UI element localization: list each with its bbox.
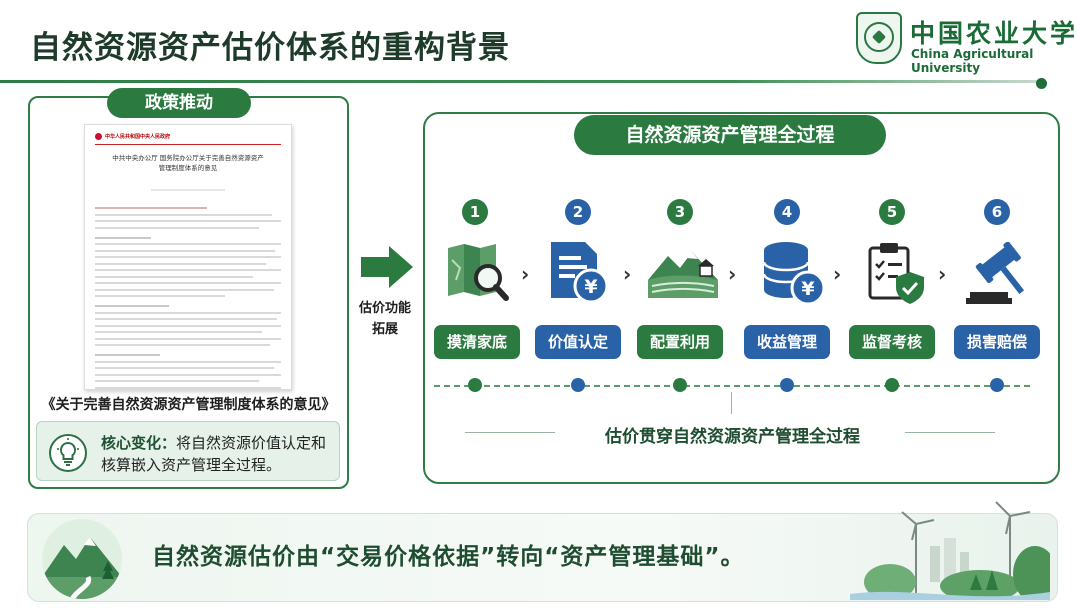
timeline-line bbox=[434, 385, 1030, 387]
process-pill: 自然资源资产管理全过程 bbox=[574, 115, 886, 155]
svg-text:¥: ¥ bbox=[801, 278, 814, 300]
core-change-text: 核心变化：将自然资源价值认定和核算嵌入资产管理全过程。 bbox=[101, 432, 333, 476]
landscape-illustration bbox=[850, 501, 1050, 600]
document-title-line2: 管理制度体系的意见 bbox=[158, 164, 218, 172]
step-number-1: 1 bbox=[462, 199, 488, 225]
title-divider bbox=[0, 80, 1045, 83]
university-name-en: China Agricultural University bbox=[911, 47, 1034, 75]
timeline-tick bbox=[731, 392, 732, 414]
timeline-dot bbox=[990, 378, 1004, 392]
chevron-right-icon: › bbox=[833, 262, 842, 286]
title-divider-dot bbox=[1036, 78, 1047, 89]
core-change-label: 核心变化： bbox=[101, 434, 177, 452]
core-change-box: 核心变化：将自然资源价值认定和核算嵌入资产管理全过程。 bbox=[36, 421, 340, 481]
arrow-label: 估价功能 拓展 bbox=[355, 298, 415, 340]
step-button-1[interactable]: 摸清家底 bbox=[434, 325, 520, 359]
step-button-2[interactable]: 价值认定 bbox=[535, 325, 621, 359]
landscape-farm-icon bbox=[648, 252, 718, 298]
step-button-3[interactable]: 配置利用 bbox=[637, 325, 723, 359]
map-search-icon bbox=[448, 244, 509, 301]
timeline-dot bbox=[571, 378, 585, 392]
university-name-cn: 中国农业大学 bbox=[910, 19, 1079, 48]
policy-pill: 政策推动 bbox=[107, 88, 251, 118]
svg-text:¥: ¥ bbox=[584, 276, 597, 298]
timeline-dot bbox=[673, 378, 687, 392]
policy-document-thumbnail[interactable]: 中华人民共和国中央人民政府 中共中央办公厅 国务院办公厅关于完善自然资源资产 管… bbox=[84, 124, 292, 390]
step-button-6[interactable]: 损害赔偿 bbox=[954, 325, 1040, 359]
mountain-river-icon bbox=[42, 519, 122, 599]
page-title: 自然资源资产估价体系的重构背景 bbox=[30, 30, 510, 66]
step-button-4[interactable]: 收益管理 bbox=[744, 325, 830, 359]
arrow-label-line2: 拓展 bbox=[371, 322, 398, 337]
timeline-dot bbox=[885, 378, 899, 392]
process-panel bbox=[423, 112, 1060, 484]
caption-rule-right bbox=[905, 432, 995, 433]
coins-yuan-icon: ¥ bbox=[762, 242, 826, 306]
conclusion-text: 自然资源估价由“交易价格依据”转向“资产管理基础”。 bbox=[152, 544, 745, 570]
university-seal-icon bbox=[856, 12, 902, 64]
arrow-label-line1: 估价功能 bbox=[358, 301, 411, 316]
chevron-right-icon: › bbox=[728, 262, 737, 286]
chevron-right-icon: › bbox=[623, 262, 632, 286]
document-title-line1: 中共中央办公厅 国务院办公厅关于完善自然资源资产 bbox=[112, 154, 264, 162]
step-number-2: 2 bbox=[565, 199, 591, 225]
timeline-dot bbox=[468, 378, 482, 392]
document-caption: 《关于完善自然资源资产管理制度体系的意见》 bbox=[41, 397, 336, 413]
step-button-5[interactable]: 监督考核 bbox=[849, 325, 935, 359]
document-header: 中华人民共和国中央人民政府 bbox=[95, 133, 281, 140]
step-number-3: 3 bbox=[667, 199, 693, 225]
lightbulb-icon bbox=[49, 434, 87, 472]
step-number-6: 6 bbox=[984, 199, 1010, 225]
core-change-body: 将自然资源价值认定和核算嵌入资产管理全过程。 bbox=[101, 434, 327, 474]
right-arrow-icon bbox=[361, 246, 413, 288]
timeline-dot bbox=[780, 378, 794, 392]
step-number-5: 5 bbox=[879, 199, 905, 225]
gavel-icon bbox=[966, 242, 1025, 304]
document-header-text: 中华人民共和国中央人民政府 bbox=[105, 134, 171, 140]
chevron-right-icon: › bbox=[521, 262, 530, 286]
process-caption: 估价贯穿自然资源资产管理全过程 bbox=[605, 427, 860, 447]
document-yuan-icon: ¥ bbox=[551, 242, 609, 304]
step-number-4: 4 bbox=[774, 199, 800, 225]
chevron-right-icon: › bbox=[938, 262, 947, 286]
clipboard-shield-icon bbox=[868, 243, 924, 304]
emblem-icon bbox=[95, 133, 102, 140]
caption-rule-left bbox=[465, 432, 555, 433]
